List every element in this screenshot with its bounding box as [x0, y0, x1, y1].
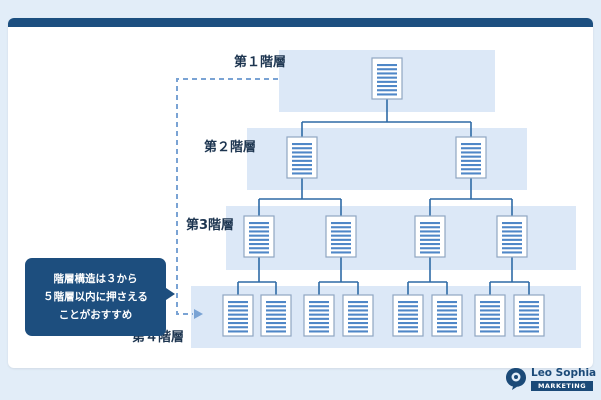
document-icon: [398, 301, 418, 333]
page-node-l2-2: [455, 136, 487, 179]
page-node-l4-3: [303, 294, 335, 337]
document-icon: [480, 301, 500, 333]
document-icon: [420, 222, 440, 254]
page-node-l4-2: [260, 294, 292, 337]
page-node-l4-4: [342, 294, 374, 337]
speech-bubble-logo-icon: [506, 368, 526, 390]
page-node-l2-1: [286, 136, 318, 179]
page-node-l4-1: [222, 294, 254, 337]
callout-line-1: 階層構造は３から: [53, 273, 138, 285]
document-icon: [309, 301, 329, 333]
document-icon: [502, 222, 522, 254]
level-label-3: 第3階層: [186, 217, 234, 233]
page-nodes: [222, 57, 545, 337]
callout-line-2: ５階層以内に押さえる: [43, 291, 148, 303]
page-node-l3-1: [243, 215, 275, 258]
document-icon: [437, 301, 457, 333]
level-label-2: 第２階層: [204, 139, 256, 155]
page-node-l3-4: [496, 215, 528, 258]
hierarchy-diagram: 第１階層 第２階層 第3階層 第４階層: [132, 50, 581, 348]
document-icon: [377, 64, 397, 96]
diagram-card: 第１階層 第２階層 第3階層 第４階層 階層構造は３から ５階層以内に押さえる …: [8, 18, 593, 368]
callout-tail: [166, 288, 175, 300]
document-icon: [292, 143, 312, 175]
callout-box: 階層構造は３から ５階層以内に押さえる ことがおすすめ: [25, 258, 166, 336]
page-node-l4-7: [474, 294, 506, 337]
arrow-head-icon: [194, 309, 203, 319]
card-top-bar: [8, 18, 593, 27]
page-node-l3-3: [414, 215, 446, 258]
page-node-l1-1: [371, 57, 403, 100]
page-node-l3-2: [325, 215, 357, 258]
brand-tagline: MARKETING: [531, 381, 593, 391]
tree-connectors: [237, 99, 530, 295]
brand-logo: Leo Sophia MARKETING: [505, 364, 597, 394]
page-node-l4-8: [513, 294, 545, 337]
document-icon: [228, 301, 248, 333]
callout-line-3: ことがおすすめ: [58, 309, 133, 321]
page-node-l4-6: [431, 294, 463, 337]
document-icon: [519, 301, 539, 333]
document-icon: [249, 222, 269, 254]
document-icon: [266, 301, 286, 333]
level-label-1: 第１階層: [234, 54, 286, 70]
document-icon: [461, 143, 481, 175]
dashed-return-arrow: [176, 78, 278, 315]
document-icon: [348, 301, 368, 333]
brand-name: Leo Sophia: [531, 367, 597, 379]
page-node-l4-5: [392, 294, 424, 337]
document-icon: [331, 222, 351, 254]
